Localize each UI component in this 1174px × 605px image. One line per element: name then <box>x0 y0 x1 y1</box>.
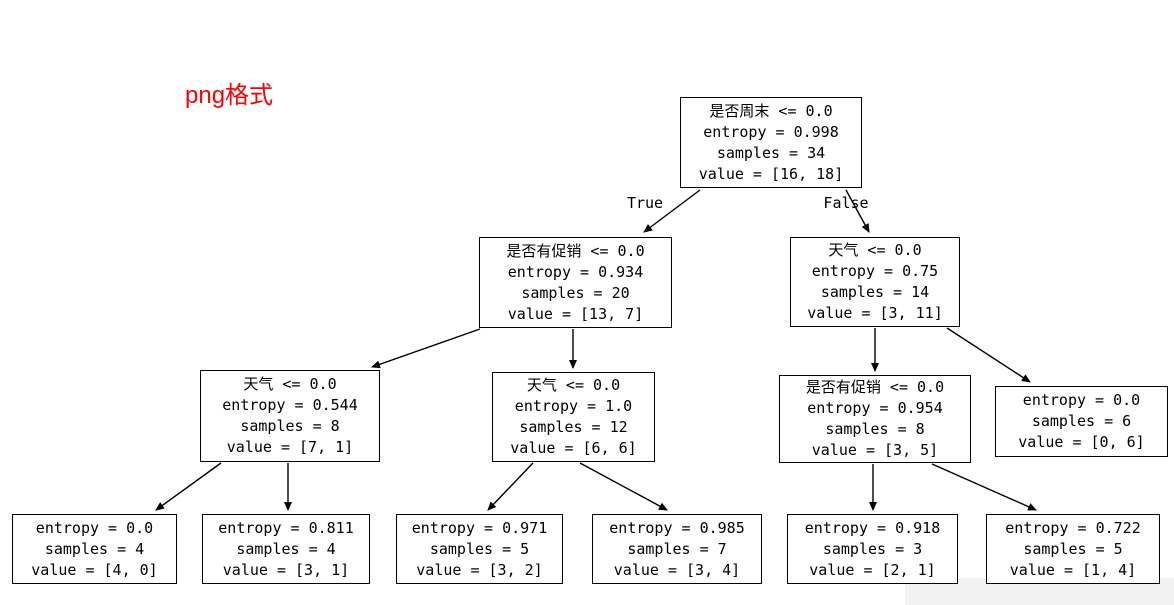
node-text-line: samples = 5 <box>429 539 530 558</box>
tree-node-root-weekend: 是否周末 <= 0.0 entropy = 0.998 samples = 34 va… <box>680 97 862 188</box>
node-text-line: samples = 20 <box>521 283 630 302</box>
node-text-line: 是否周末 <= 0.0 <box>709 101 833 120</box>
tree-edge-l2-left-l3-1 <box>371 328 481 369</box>
figure-title: png格式 <box>185 82 274 109</box>
node-text-line: samples = 4 <box>44 539 145 558</box>
node-text-line: value = [3, 2] <box>416 560 543 579</box>
node-text-line: value = [0, 6] <box>1018 433 1145 451</box>
node-text-line: value = [16, 18] <box>698 164 844 183</box>
node-text-line: entropy = 0.722 <box>1005 518 1141 537</box>
tree-leaf-1: entropy = 0.0 samples = 4 value = [4, 0] <box>12 514 177 584</box>
node-text-line: samples = 6 <box>1031 412 1132 430</box>
tree-node-weather-right: 天气 <= 0.0 entropy = 0.75 samples = 14 value… <box>790 237 960 327</box>
tree-edge-l3-1-leaf-1 <box>155 462 222 511</box>
node-text-line: entropy = 0.985 <box>609 518 745 537</box>
node-text-line: entropy = 0.934 <box>507 262 644 281</box>
node-text-line: entropy = 0.918 <box>804 518 941 537</box>
node-text-line: samples = 5 <box>1023 539 1123 558</box>
node-text-line: 天气 <= 0.0 <box>526 376 621 394</box>
node-text-line: value = [6, 6] <box>510 439 637 457</box>
node-text-line: samples = 3 <box>822 539 923 558</box>
tree-leaf-2: entropy = 0.811 samples = 4 value = [3, 1] <box>202 514 370 584</box>
node-text-line: 天气 <= 0.0 <box>243 375 337 393</box>
node-text-line: value = [3, 5] <box>811 441 939 459</box>
node-text-line: entropy = 0.544 <box>222 396 358 414</box>
node-text-line: samples = 8 <box>825 420 925 438</box>
tree-leaf-pure: entropy = 0.0 samples = 6 value = [0, 6] <box>995 386 1168 457</box>
node-text-line: 是否有促销 <= 0.0 <box>506 241 645 260</box>
tree-node-weather-b: 天气 <= 0.0 entropy = 1.0 samples = 12 value … <box>492 372 655 462</box>
node-text-line: entropy = 0.971 <box>411 518 548 537</box>
node-text-line: samples = 4 <box>236 539 336 558</box>
node-text-line: entropy = 0.811 <box>218 518 354 537</box>
tree-edge-root-l2-left <box>643 189 701 233</box>
node-text-line: value = [1, 4] <box>1009 560 1137 579</box>
node-text-line: entropy = 0.954 <box>807 399 943 417</box>
node-text-line: samples = 8 <box>240 417 340 435</box>
node-text-line: value = [3, 1] <box>222 560 350 579</box>
tree-node-promo: 是否有促销 <= 0.0 entropy = 0.934 samples = 20 v… <box>479 237 672 328</box>
node-text-line: samples = 14 <box>820 283 930 301</box>
tree-edge-root-l2-right <box>845 189 870 233</box>
node-text-line: value = [4, 0] <box>31 560 158 579</box>
edge-label-false: False <box>823 194 869 212</box>
node-text-line: value = [3, 11] <box>807 304 943 322</box>
tree-edge-l2-right-l3-4 <box>946 327 1031 383</box>
tree-node-weather-a: 天气 <= 0.0 entropy = 0.544 samples = 8 value… <box>200 370 380 462</box>
node-text-line: value = [2, 1] <box>809 560 936 579</box>
tree-edge-l3-2-leaf-3 <box>487 462 534 511</box>
node-text-line: value = [7, 1] <box>226 438 354 456</box>
node-text-line: entropy = 0.998 <box>703 122 839 141</box>
edge-label-true: True <box>626 194 664 212</box>
node-text-line: 是否有促销 <= 0.0 <box>805 378 945 396</box>
node-text-line: value = [3, 4] <box>613 560 741 579</box>
tree-leaf-3: entropy = 0.971 samples = 5 value = [3, 2] <box>396 514 563 584</box>
node-text-line: entropy = 1.0 <box>514 397 633 415</box>
node-text-line: entropy = 0.75 <box>811 262 939 280</box>
tree-node-promo-right: 是否有促销 <= 0.0 entropy = 0.954 samples = 8 va… <box>779 375 971 463</box>
node-text-line: samples = 12 <box>519 418 628 436</box>
tree-leaf-6: entropy = 0.722 samples = 5 value = [1, 4] <box>986 514 1160 584</box>
node-text-line: entropy = 0.0 <box>35 518 154 537</box>
node-text-line: value = [13, 7] <box>507 304 644 323</box>
tree-edge-l3-3-leaf-6 <box>931 463 1037 511</box>
tree-edge-l3-2-leaf-4 <box>579 462 668 511</box>
node-text-line: entropy = 0.0 <box>1022 391 1141 409</box>
node-text-line: 天气 <= 0.0 <box>828 241 922 259</box>
tree-leaf-4: entropy = 0.985 samples = 7 value = [3, 4] <box>592 514 762 584</box>
tree-leaf-5: entropy = 0.918 samples = 3 value = [2, 1] <box>787 514 958 584</box>
node-text-line: samples = 34 <box>716 143 826 162</box>
node-text-line: samples = 7 <box>627 539 727 558</box>
